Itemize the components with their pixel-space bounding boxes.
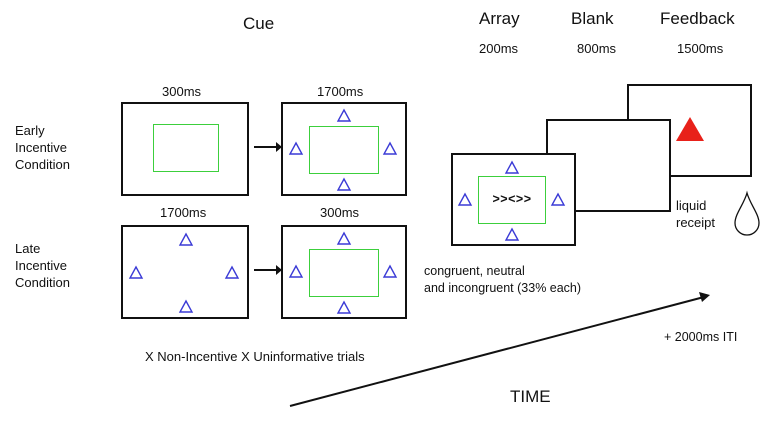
early-cue-frame-2 [281, 102, 407, 196]
time-label: TIME [510, 387, 551, 406]
flanker-stimulus: >><>> [492, 192, 532, 206]
inner-rectangle [309, 126, 379, 174]
triangle-icon [336, 177, 352, 191]
triangle-icon [288, 141, 304, 155]
blank-duration: 800ms [577, 41, 617, 56]
triangle-icon [178, 299, 194, 313]
feedback-duration: 1500ms [677, 41, 724, 56]
cue-heading: Cue [243, 14, 275, 33]
arrow-right-icon [254, 142, 282, 152]
triangle-icon [336, 231, 352, 245]
feedback-heading: Feedback [660, 9, 735, 28]
arrow-right-icon [254, 265, 282, 275]
triangle-icon [382, 141, 398, 155]
late-frame1-duration: 1700ms [160, 205, 207, 220]
array-duration: 200ms [479, 41, 519, 56]
reward-triangle-icon [676, 117, 704, 141]
triangle-icon [336, 108, 352, 122]
triangle-icon [457, 192, 473, 206]
array-frame: >><>> [451, 153, 576, 246]
triangle-icon [178, 232, 194, 246]
triangle-icon [504, 160, 520, 174]
late-cue-frame-1 [121, 225, 249, 319]
inner-rectangle: >><>> [478, 176, 546, 224]
triangle-icon [504, 227, 520, 241]
droplet-icon [734, 190, 760, 236]
triangle-icon [224, 265, 240, 279]
triangle-icon [382, 264, 398, 278]
iti-label: + 2000ms ITI [664, 330, 738, 344]
array-heading: Array [479, 9, 520, 28]
triangle-icon [550, 192, 566, 206]
blank-heading: Blank [571, 9, 614, 28]
early-cue-frame-1 [121, 102, 249, 196]
triangle-icon [128, 265, 144, 279]
triangle-icon [336, 300, 352, 314]
early-frame1-duration: 300ms [162, 84, 202, 99]
triangle-icon [288, 264, 304, 278]
trials-note: X Non-Incentive X Uninformative trials [145, 349, 365, 364]
early-frame2-duration: 1700ms [317, 84, 364, 99]
late-cue-frame-2 [281, 225, 407, 319]
inner-rectangle [153, 124, 219, 172]
late-frame2-duration: 300ms [320, 205, 360, 220]
inner-rectangle [309, 249, 379, 297]
